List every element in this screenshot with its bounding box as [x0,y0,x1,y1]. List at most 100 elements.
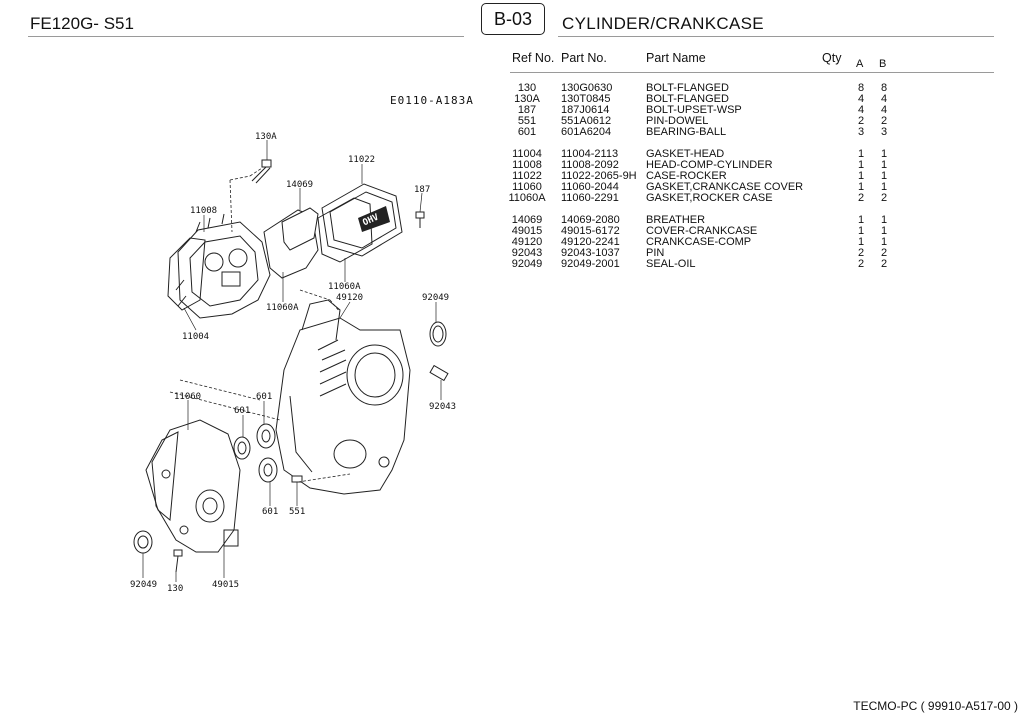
crankcase-cover-drawing [145,419,241,553]
row-ref: 11060 [512,181,542,193]
callout-92049-bottom: 92049 [130,580,157,590]
row-part-name: HEAD-COMP-CYLINDER [646,159,773,171]
row-qty-a: 1 [857,181,865,193]
row-qty-b: 1 [880,148,888,160]
callout-11060: 11060 [174,392,201,402]
row-qty-a: 8 [857,82,865,94]
row-qty-b: 1 [880,225,888,237]
row-qty-b: 1 [880,236,888,248]
callout-130: 130 [167,584,183,594]
row-ref: 11060A [508,192,546,204]
callout-92049-top: 92049 [422,293,449,303]
rocker-gasket-drawing [263,209,319,279]
row-qty-b: 3 [880,126,888,138]
callout-551: 551 [289,507,305,517]
row-part-no: 551A0612 [561,115,612,127]
row-ref: 49015 [511,225,543,237]
row-part-no: 11004-2113 [561,148,619,160]
callout-11008: 11008 [190,206,217,216]
row-qty-a: 3 [857,126,865,138]
row-ref: 14069 [511,214,543,226]
row-part-no: 14069-2080 [561,214,620,226]
exploded-parts-diagram: E0110-A183A OHV 130A 11022 14069 187 110… [130,94,474,594]
rocker-case-drawing [321,183,403,257]
callout-49120: 49120 [336,293,363,303]
row-qty-a: 4 [857,104,865,116]
drawing-code: E0110-A183A [390,94,474,107]
row-part-name: CASE-ROCKER [646,170,727,182]
row-ref: 551 [517,115,537,127]
row-qty-b: 2 [880,115,888,127]
row-part-name: SEAL-OIL [646,258,696,270]
row-ref: 92049 [511,258,543,270]
row-part-no: 11022-2065-9H [561,170,637,182]
oil-seal-bottom-inner [137,535,149,549]
row-ref: 11004 [512,148,542,160]
row-part-no: 130T0845 [561,93,611,105]
row-ref: 130A [514,93,540,105]
row-part-no: 11008-2092 [561,159,619,171]
row-ref: 11008 [512,159,542,171]
row-part-no: 11060-2291 [561,192,619,204]
row-qty-a: 1 [857,170,865,182]
row-qty-b: 4 [880,104,888,116]
row-part-name: BOLT-UPSET-WSP [646,104,742,116]
model-title: FE120G- S51 [30,14,134,33]
callout-11022: 11022 [348,155,375,165]
row-qty-b: 8 [880,82,888,94]
row-qty-a: 1 [857,214,865,226]
callout-11060a-upper: 11060A [328,282,361,292]
row-qty-a: 2 [857,258,865,270]
col-part-no: Part No. [561,51,607,65]
oil-seal-bottom-drawing [133,530,153,554]
row-part-no: 92049-2001 [561,258,620,270]
col-qty-a: A [856,58,864,70]
callout-187: 187 [414,185,430,195]
row-part-name: PIN [646,247,665,259]
col-part-name: Part Name [646,51,706,65]
row-part-no: 187J0614 [561,104,610,116]
callout-leaders [142,140,442,582]
bolt-130a-drawing [251,159,272,184]
row-ref: 187 [517,104,537,116]
col-qty-b: B [879,58,887,70]
col-qty: Qty [822,51,842,65]
row-qty-a: 4 [857,93,865,105]
oil-seal-top-drawing [429,321,447,347]
row-qty-a: 1 [857,225,865,237]
row-part-name: GASKET,ROCKER CASE [646,192,773,204]
row-qty-b: 4 [880,93,888,105]
row-qty-b: 1 [880,181,888,193]
rocker-gasket-lower-drawing [317,197,373,263]
row-part-no: 130G0630 [561,82,613,94]
callout-92043: 92043 [429,402,456,412]
row-qty-b: 1 [880,159,888,171]
row-qty-a: 2 [857,192,865,204]
row-part-no: 49015-6172 [561,225,620,237]
row-qty-b: 1 [880,170,888,182]
row-ref: 11022 [512,170,542,182]
bearings-601-drawing [233,423,278,483]
row-part-no: 11060-2044 [561,181,619,193]
row-part-no: 601A6204 [561,126,612,138]
row-qty-b: 1 [880,214,888,226]
row-part-name: COVER-CRANKCASE [646,225,758,237]
row-qty-a: 1 [857,148,865,160]
col-ref-no: Ref No. [512,51,555,65]
row-ref: 130 [517,82,537,94]
row-ref: 601 [517,126,537,138]
breather-drawing [281,207,319,251]
leader-lines [169,167,351,483]
bolt-130-drawing [173,549,183,573]
header-divider [28,36,464,37]
section-title: CYLINDER/CRANKCASE [562,14,764,33]
row-qty-a: 2 [857,247,865,259]
row-part-no: 92043-1037 [561,247,620,259]
callout-601-right: 601 [256,392,272,402]
row-part-name: GASKET-HEAD [646,148,725,160]
cylinder-head-drawing [175,213,271,319]
row-qty-a: 2 [857,115,865,127]
callout-601-bottom: 601 [262,507,278,517]
callout-49015: 49015 [212,580,239,590]
callout-601-left: 601 [234,406,250,416]
